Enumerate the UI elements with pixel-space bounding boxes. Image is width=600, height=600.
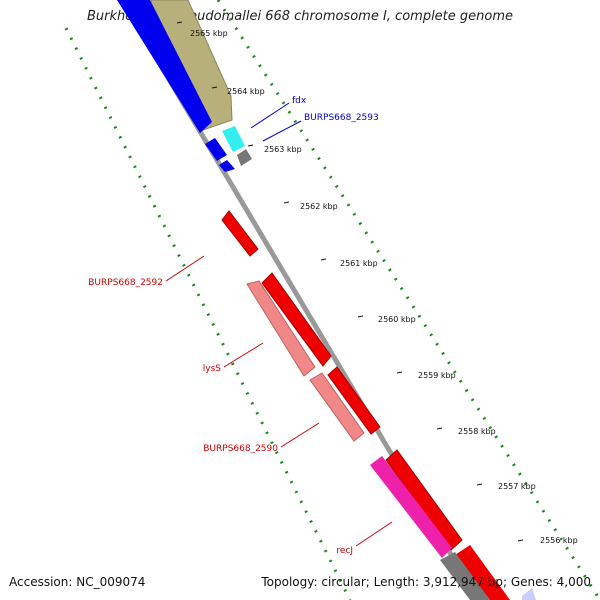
gene-label-fdx[interactable]: fdx xyxy=(292,96,307,106)
leader-fdx xyxy=(250,102,290,129)
gene-cyan xyxy=(222,126,245,152)
gene-gray-bottom xyxy=(440,552,490,600)
outer-dotted-guide xyxy=(64,27,352,600)
gene-lysS-pink xyxy=(246,280,316,377)
gene-label-burps2592[interactable]: BURPS668_2592 xyxy=(88,278,163,288)
gene-red-bottom xyxy=(455,545,510,600)
gene-blue-small xyxy=(219,160,235,172)
gene-label-burps2593[interactable]: BURPS668_2593 xyxy=(304,113,379,123)
accession-text: Accession: NC_009074 xyxy=(9,575,146,589)
leader-recJ xyxy=(355,521,393,547)
tick-label-2560: 2560 kbp xyxy=(378,315,416,324)
gene-recJ-magenta xyxy=(370,456,452,558)
tick-label-2559: 2559 kbp xyxy=(418,371,456,380)
gene-blue-mid xyxy=(205,138,227,161)
leader-burps2590 xyxy=(280,422,320,448)
gene-lavender xyxy=(522,588,536,600)
tick-label-2564: 2564 kbp xyxy=(227,87,265,96)
leader-burps2592 xyxy=(165,255,205,282)
leader-burps2593 xyxy=(262,120,302,142)
gene-label-lysS[interactable]: lysS xyxy=(203,364,222,374)
gene-label-burps2590[interactable]: BURPS668_2590 xyxy=(203,444,278,454)
gene-burps2592-red xyxy=(221,210,259,257)
tick-label-2562: 2562 kbp xyxy=(300,202,338,211)
gene-burps2590-pink xyxy=(309,372,365,442)
gene-burps2590-red xyxy=(327,366,381,435)
leader-lysS xyxy=(223,342,264,368)
tick-label-2558: 2558 kbp xyxy=(458,427,496,436)
tick-marks xyxy=(176,21,524,542)
tick-label-2557: 2557 kbp xyxy=(498,482,536,491)
gene-gray-small xyxy=(237,149,252,166)
topology-text: Topology: circular; Length: 3,912,947 bp… xyxy=(261,575,591,589)
gene-blue-large xyxy=(117,0,212,133)
tick-label-2556: 2556 kbp xyxy=(540,536,578,545)
gene-lysS-red xyxy=(261,272,332,367)
tick-label-2563: 2563 kbp xyxy=(264,145,302,154)
gene-label-recJ[interactable]: recJ xyxy=(336,546,353,556)
tick-label-2565: 2565 kbp xyxy=(190,29,228,38)
tick-label-2561: 2561 kbp xyxy=(340,259,378,268)
